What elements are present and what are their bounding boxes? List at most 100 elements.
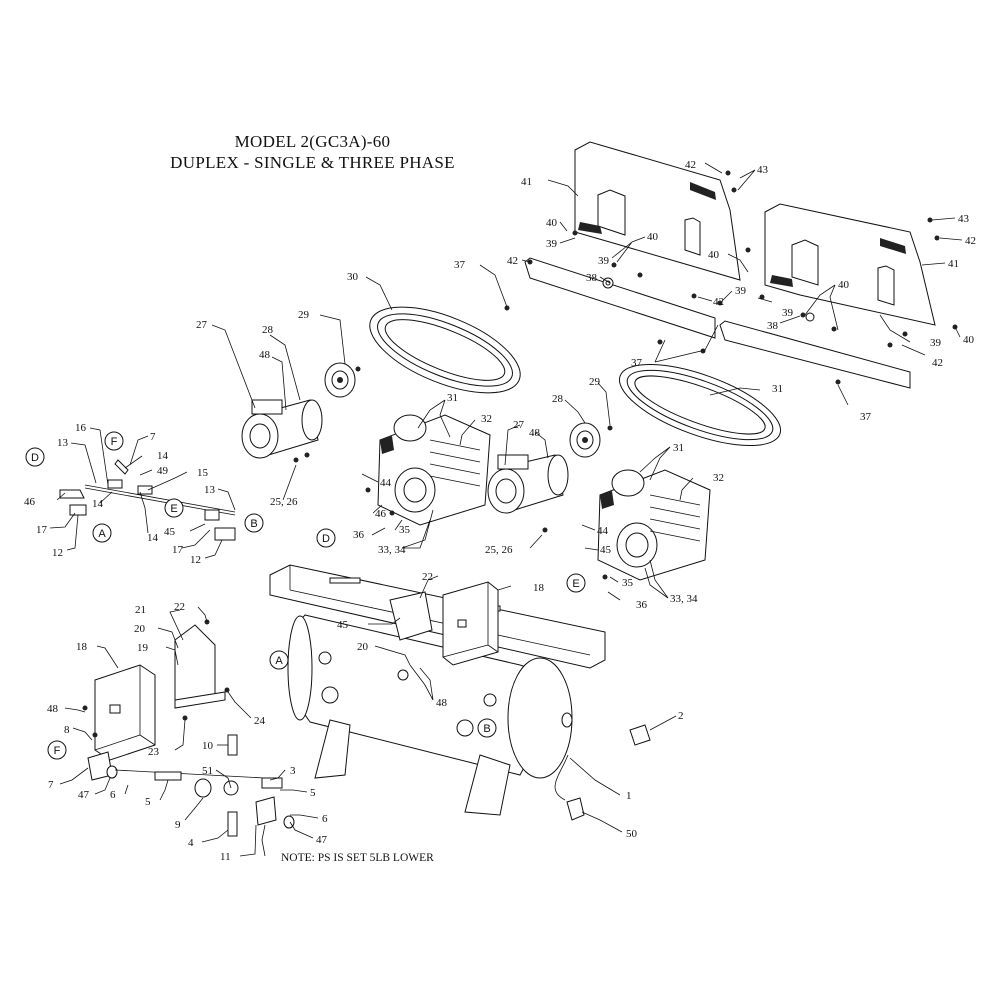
part-label: 1 [626,790,632,802]
part-label: 38 [767,320,779,332]
part-label: 6 [110,789,116,801]
part-label: 37 [860,411,872,423]
pressure-switch-note: NOTE: PS IS SET 5LB LOWER [281,852,434,864]
part-label: 45 [337,619,349,631]
part-label: 14 [92,498,104,510]
part-label: 15 [197,467,209,479]
part-label: 41 [948,258,959,270]
part-label: 43 [958,213,970,225]
svg-text:A: A [98,528,106,540]
part-label: 47 [78,789,90,801]
guard-rail-upper [524,257,716,339]
pump-right [597,469,711,581]
part-label: 45 [600,544,612,556]
part-label: 5 [145,796,151,808]
callout-e-pump: E [566,573,586,593]
part-label: 28 [262,324,274,336]
control-box-left [94,664,156,761]
part-label: 16 [75,422,87,434]
part-label: 35 [622,577,634,589]
mounting-panel [174,624,226,709]
part-label: 11 [220,851,231,863]
part-label: 47 [316,834,328,846]
tubing-assembly [59,459,236,541]
part-label: 39 [598,255,610,267]
motor-right [487,454,569,514]
part-label: 14 [147,532,159,544]
part-label: 35 [399,524,411,536]
part-label: 39 [782,307,794,319]
part-label: 29 [589,376,601,388]
part-label: 21 [135,604,146,616]
part-label: 40 [647,231,659,243]
motor-left [241,399,323,459]
part-label: 23 [148,746,160,758]
part-label: 39 [546,238,558,250]
part-label: 25, 26 [485,544,513,556]
part-label: 14 [157,450,169,462]
part-label: 46 [24,496,36,508]
part-label: 12 [52,547,63,559]
fasteners [82,170,958,738]
part-label: 48 [436,697,448,709]
panel-tank [389,591,433,641]
part-label: 48 [259,349,271,361]
part-label: 18 [76,641,88,653]
part-label: 8 [64,724,70,736]
part-label: 27 [196,319,208,331]
part-label: 17 [36,524,48,536]
part-label: 43 [757,164,769,176]
part-label: 31 [673,442,684,454]
svg-text:B: B [483,723,490,735]
part-label: 45 [164,526,176,538]
part-label: 51 [202,765,213,777]
pulley-right [569,422,601,458]
part-label: 24 [254,715,266,727]
belt-left [369,306,521,394]
callout-f-switch: F [47,740,67,760]
part-label: 13 [57,437,69,449]
part-label: 40 [546,217,558,229]
guard-rail-lower [719,312,911,389]
belt-guard-left [574,141,741,281]
leader-lines [49,162,963,857]
callout-d-left: D [25,447,45,467]
part-label: 7 [48,779,54,791]
part-label: 28 [552,393,564,405]
svg-text:F: F [54,745,61,757]
part-label: 44 [597,525,609,537]
belt-right [618,364,782,446]
part-label: 25, 26 [270,496,298,508]
part-label: 49 [157,465,169,477]
part-label: 29 [298,309,310,321]
part-label: 22 [422,571,433,583]
part-label: 20 [357,641,369,653]
part-label: 7 [150,431,156,443]
part-label: 4 [188,837,194,849]
model-title: MODEL 2(GC3A)-60 [234,132,391,151]
pressure-switch-assembly [87,734,295,837]
part-label: 6 [322,813,328,825]
part-label: 31 [772,383,783,395]
part-label: 36 [353,529,365,541]
part-label: 38 [586,272,598,284]
svg-text:E: E [572,578,579,590]
part-label: 32 [481,413,492,425]
callout-b-left: B [244,513,264,533]
svg-text:D: D [322,533,330,545]
part-label: 37 [454,259,466,271]
part-label: 33, 34 [670,593,698,605]
svg-text:D: D [31,452,39,464]
belt-guard-right [764,203,936,326]
part-label: 13 [204,484,216,496]
part-label: 46 [375,508,387,520]
part-label: 18 [533,582,545,594]
callout-b-tank: B [477,718,497,738]
part-label: 42 [713,296,724,308]
part-label: 42 [685,159,696,171]
part-label: 27 [513,419,525,431]
part-label: 44 [380,477,392,489]
part-label: 33, 34 [378,544,406,556]
control-box-tank [442,581,499,666]
callout-a-left: A [92,523,112,543]
